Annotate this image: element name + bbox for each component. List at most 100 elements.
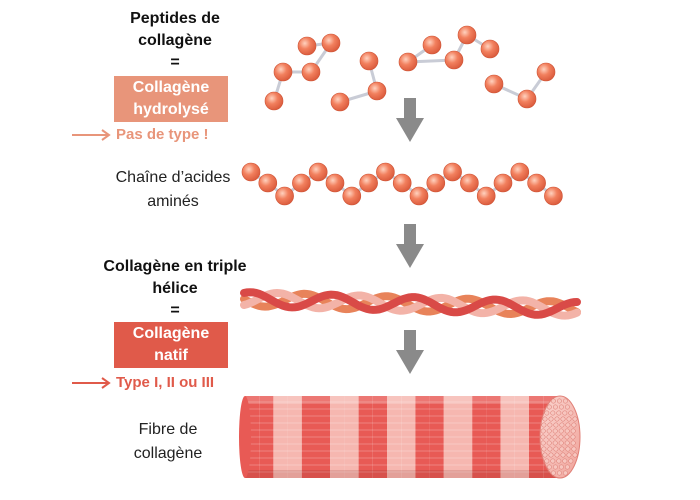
fiber-band [472, 396, 487, 478]
fibril-section [550, 458, 556, 464]
fibril-section [568, 410, 574, 416]
amino-acid-bead [536, 62, 556, 82]
amino-acid-bead [359, 173, 378, 193]
amino-acid-bead [484, 74, 504, 94]
amino-acid-bead [273, 62, 293, 82]
amino-acid-chain-group [241, 162, 563, 206]
fibril-section [556, 470, 562, 476]
amino-acid-bead [476, 186, 496, 206]
fibril-section [564, 440, 570, 446]
fibril-section [550, 398, 556, 404]
fibril-section [558, 434, 564, 440]
amino-acid-bead [367, 81, 387, 101]
fibril-section [568, 458, 574, 464]
fiber-band [401, 396, 416, 478]
amino-acid-bead [444, 50, 464, 70]
fibril-section [565, 422, 571, 428]
fibril-section [552, 440, 558, 446]
fiber-band [443, 396, 458, 478]
native-note-text: Type I, II ou III [116, 374, 215, 391]
fibril-section [550, 470, 556, 476]
fibril-section [572, 416, 578, 422]
hydrolyzed-collagen-box: Collagène hydrolysé [114, 76, 228, 122]
fiber-shadow [245, 470, 560, 478]
fibril-section [558, 428, 564, 434]
amino-acid-bead [297, 36, 317, 56]
fibril-section [558, 440, 564, 446]
amino-acid-bead [308, 162, 328, 182]
fibril-section [564, 464, 570, 470]
helix-title-text: Collagène en triple hélice [103, 258, 247, 297]
peptides-equals: = [170, 54, 180, 71]
fibril-section [559, 422, 565, 428]
fibril-section [571, 422, 577, 428]
fiber-band [514, 396, 529, 478]
fibril-section [554, 416, 560, 422]
fiber-band [387, 396, 402, 478]
fibril-section [546, 440, 552, 446]
fibril-section [566, 416, 572, 422]
fiber-label: Fibre de collagène [108, 418, 228, 466]
fibril-section [552, 434, 558, 440]
amino-acid-bead [376, 162, 395, 182]
fiber-label-text: Fibre de collagène [133, 421, 203, 462]
fiber-band [372, 396, 387, 478]
fibril-section [548, 452, 554, 458]
fiber-highlight [245, 396, 560, 404]
amino-acid-bead [342, 186, 362, 206]
fibril-section [562, 458, 568, 464]
fiber-band [287, 396, 302, 478]
amino-acid-bead [460, 173, 479, 193]
fibril-section [572, 452, 578, 458]
hydrolyzed-note: Pas de type ! [72, 126, 209, 143]
helix-equals: = [170, 302, 180, 319]
fiber-band [344, 396, 359, 478]
fibril-section [540, 434, 546, 440]
collagen-fiber-cylinder [239, 395, 581, 479]
amino-acid-bead [292, 173, 311, 193]
hydrolyzed-note-text: Pas de type ! [116, 126, 209, 143]
amino-acid-bead [392, 173, 412, 193]
fibril-section [570, 428, 576, 434]
amino-chain-label-text: Chaîne d’acides aminés [115, 169, 231, 210]
fibril-section [570, 440, 576, 446]
fibril-section [546, 428, 552, 434]
amino-acid-bead [480, 39, 500, 59]
fibril-section [570, 434, 576, 440]
helix-strand [240, 288, 581, 320]
fiber-band [486, 396, 501, 478]
fibril-section [541, 446, 547, 452]
amino-acid-bead [426, 173, 446, 193]
fibril-section [542, 416, 548, 422]
fibril-section [540, 428, 546, 434]
down-arrow-icon [396, 98, 424, 142]
fibril-section [546, 404, 552, 410]
fibril-section [553, 422, 559, 428]
amino-acid-bead [330, 92, 350, 112]
fibril-section [558, 464, 564, 470]
fibril-section [552, 428, 558, 434]
fibril-section [546, 464, 552, 470]
down-arrow-icon [396, 330, 424, 374]
native-collagen-label: Collagène natif [132, 325, 210, 364]
fibril-section [560, 416, 566, 422]
amino-acid-bead [457, 25, 477, 45]
fibril-section [544, 410, 550, 416]
fibril-section [544, 458, 550, 464]
fiber-band [273, 396, 288, 478]
fibril-section [562, 410, 568, 416]
fibril-section [552, 464, 558, 470]
fiber-band [415, 396, 430, 478]
fibril-section [547, 446, 553, 452]
peptide-strand [330, 51, 387, 112]
fibril-section [564, 428, 570, 434]
fiber-band [529, 396, 544, 478]
fiber-band [301, 396, 316, 478]
fibril-section [562, 398, 568, 404]
fiber-band [500, 396, 515, 478]
fibril-section [556, 458, 562, 464]
fiber-left-end [239, 396, 251, 478]
fibril-section [556, 410, 562, 416]
fibril-section [540, 440, 546, 446]
